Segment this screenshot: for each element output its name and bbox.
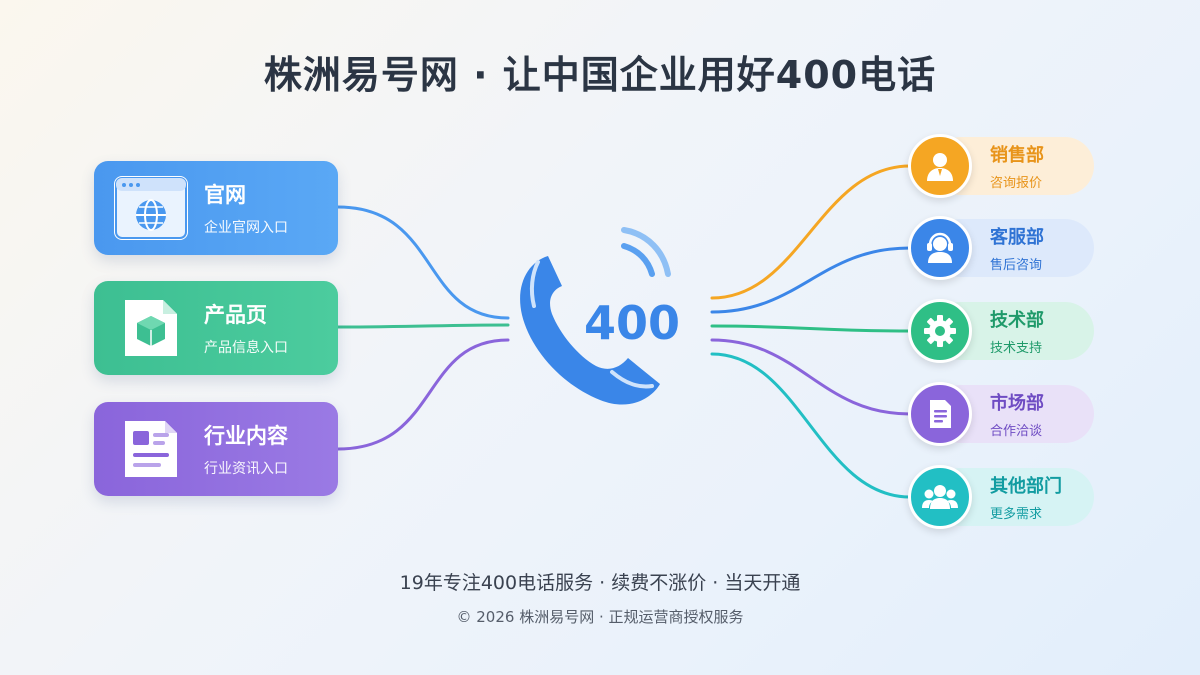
dept-sales[interactable]: 销售部 咨询报价 [908,134,1094,198]
footer-slogan: 19年专注400电话服务 · 续费不涨价 · 当天开通 [399,572,801,594]
footer-copyright: © 2026 株洲易号网 · 正规运营商授权服务 [456,608,744,626]
dept-name: 其他部门 [990,476,1062,497]
page-title: 株洲易号网 · 让中国企业用好400电话 [263,53,937,97]
headset-icon [908,216,972,280]
source-card-product[interactable]: 产品页 产品信息入口 [94,281,338,375]
dept-desc: 更多需求 [990,507,1043,522]
connector-sales [710,164,912,300]
dept-desc: 售后咨询 [990,258,1043,273]
source-name: 官网 [204,183,246,207]
dept-name: 市场部 [990,393,1044,414]
dept-name: 技术部 [990,310,1044,331]
connector-industry [336,338,510,451]
source-desc: 行业资讯入口 [204,461,288,477]
source-name: 行业内容 [204,424,288,448]
person-icon [908,134,972,198]
dept-marketing[interactable]: 市场部 合作洽谈 [908,382,1094,446]
group-icon [908,465,972,529]
phone-handset-icon [520,256,660,405]
dept-desc: 合作洽谈 [990,424,1043,439]
connector-tech [710,324,912,333]
source-card-industry[interactable]: 行业内容 行业资讯入口 [94,402,338,496]
connector-website [336,205,510,320]
connector-service [710,246,912,314]
globe-browser-icon [114,176,188,240]
signal-waves-icon [621,227,671,277]
dept-desc: 技术支持 [990,341,1043,356]
center-400-label: 400 [584,296,681,350]
article-document-icon [114,417,188,481]
gear-icon [908,299,972,363]
source-card-website[interactable]: 官网 企业官网入口 [94,161,338,255]
source-name: 产品页 [204,303,267,327]
document-icon [908,382,972,446]
cube-document-icon [114,296,188,360]
dept-service[interactable]: 客服部 售后咨询 [908,216,1094,280]
source-desc: 产品信息入口 [204,340,288,356]
dept-desc: 咨询报价 [990,176,1043,191]
dept-other[interactable]: 其他部门 更多需求 [908,465,1094,529]
dept-name: 客服部 [990,227,1044,248]
dept-name: 销售部 [990,145,1044,166]
source-desc: 企业官网入口 [204,220,288,236]
dept-tech[interactable]: 技术部 技术支持 [908,299,1094,363]
connector-other [710,352,912,499]
connector-marketing [710,338,912,416]
connector-product [336,323,510,329]
